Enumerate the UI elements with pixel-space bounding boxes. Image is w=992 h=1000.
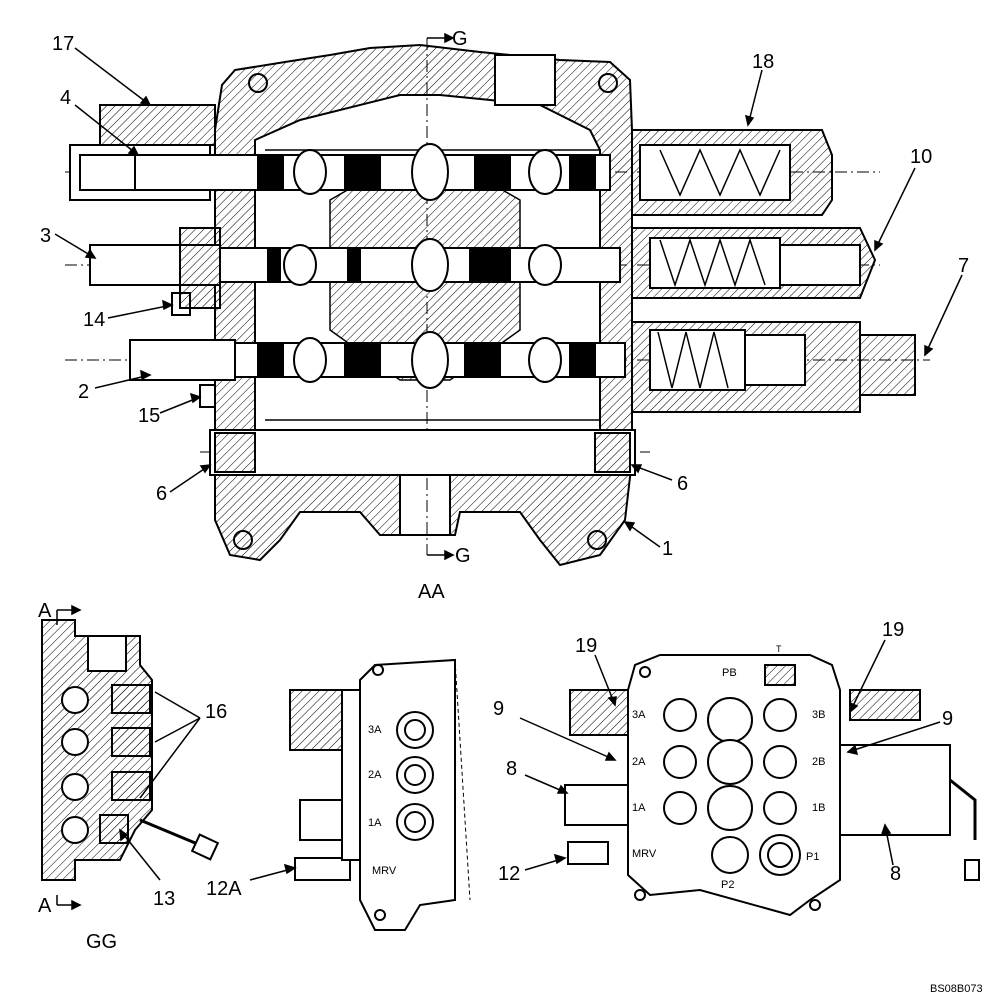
drawing-reference: BS08B073 [930, 983, 983, 995]
callout-8-right: 8 [890, 863, 901, 885]
section-a-top: A [38, 600, 52, 622]
callout-6-left: 6 [156, 483, 167, 505]
port-1a-front: 1A [632, 802, 646, 814]
spool-bottom [129, 331, 626, 389]
callout-4: 4 [60, 87, 71, 109]
callout-19-right: 19 [882, 619, 904, 641]
section-g-bottom: G [455, 545, 471, 567]
callout-15: 15 [138, 405, 160, 427]
port-2a-front: 2A [632, 756, 646, 768]
callout-labels: 17 4 18 10 3 7 14 2 15 6 6 1 16 13 19 19… [40, 33, 969, 910]
callout-17: 17 [52, 33, 74, 55]
view-title-gg: GG [86, 931, 117, 953]
spool-top [69, 104, 611, 201]
port-t: T [776, 644, 782, 654]
relief-rod [209, 429, 636, 476]
port-p2: P2 [721, 879, 734, 891]
view-titles: AA GG [86, 581, 445, 953]
callout-18: 18 [752, 51, 774, 73]
port-3a-side: 3A [368, 724, 382, 736]
callout-9-left: 9 [493, 698, 504, 720]
spring-caps [631, 129, 916, 413]
callout-7: 7 [958, 255, 969, 277]
callout-2: 2 [78, 381, 89, 403]
callout-14: 14 [83, 309, 105, 331]
callout-13: 13 [153, 888, 175, 910]
section-markers-gg [56, 604, 82, 911]
port-1a-side: 1A [368, 817, 382, 829]
section-letters: G G A A [38, 28, 471, 917]
callout-1: 1 [662, 538, 673, 560]
section-markers-g [427, 32, 455, 561]
port-3a-front: 3A [632, 709, 646, 721]
leader-lines [54, 47, 963, 881]
port-p1: P1 [806, 851, 819, 863]
port-labels: 3A 2A 1A MRV 3A 2A 1A MRV 3B 2B 1B PB P1… [368, 644, 825, 891]
callout-10: 10 [910, 146, 932, 168]
spool-middle [89, 238, 621, 292]
section-g-top: G [452, 28, 468, 50]
side-view-middle [289, 658, 471, 931]
front-view-right [564, 654, 980, 917]
port-3b: 3B [812, 709, 825, 721]
view-title-aa: AA [418, 581, 445, 603]
section-a-bottom: A [38, 895, 52, 917]
section-gg [41, 619, 220, 881]
callout-3: 3 [40, 225, 51, 247]
callout-19-left: 19 [575, 635, 597, 657]
callout-8-left: 8 [506, 758, 517, 780]
callout-9-right: 9 [942, 708, 953, 730]
port-2b: 2B [812, 756, 825, 768]
port-pb: PB [722, 667, 737, 679]
port-1b: 1B [812, 802, 825, 814]
callout-16: 16 [205, 701, 227, 723]
callout-12: 12 [498, 863, 520, 885]
port-mrv-side: MRV [372, 865, 397, 877]
callout-12a: 12A [206, 878, 242, 900]
port-mrv-front: MRV [632, 848, 657, 860]
left-fittings [171, 227, 221, 408]
callout-6-right: 6 [677, 473, 688, 495]
port-2a-side: 2A [368, 769, 382, 781]
